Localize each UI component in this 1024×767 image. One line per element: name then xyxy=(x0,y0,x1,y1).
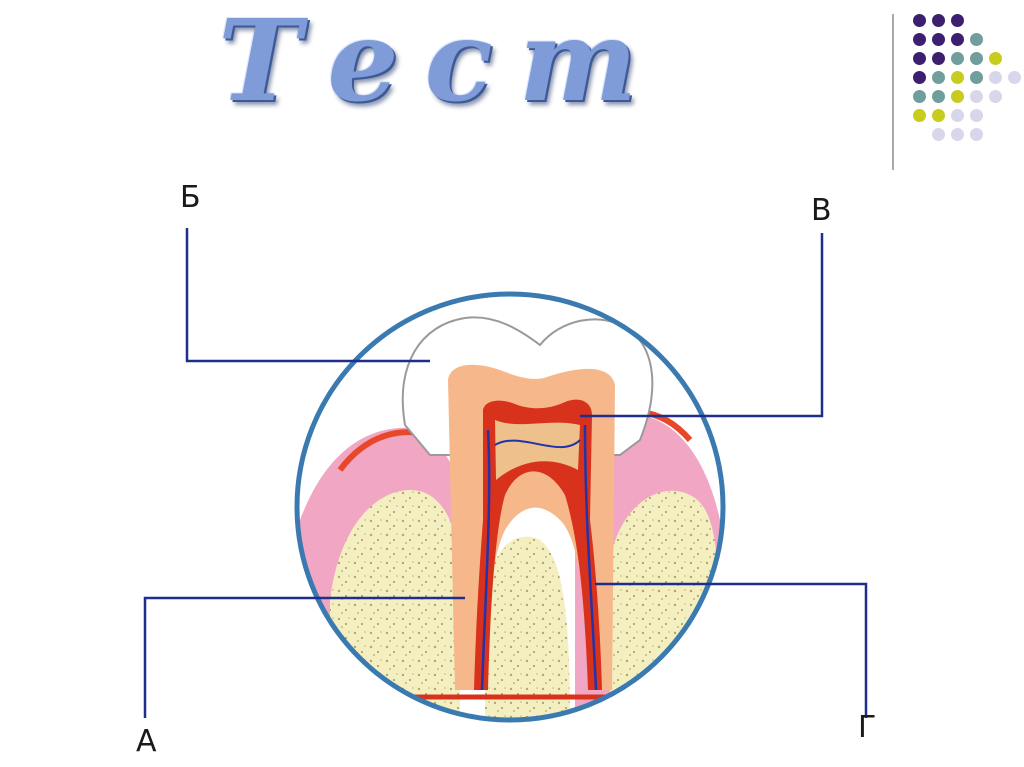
leader-line-g xyxy=(595,582,868,718)
decorative-dot xyxy=(989,71,1002,84)
decorative-dot xyxy=(970,128,983,141)
tooth-illustration xyxy=(297,294,723,720)
decorative-dot xyxy=(932,14,945,27)
decorative-dot xyxy=(1008,71,1021,84)
decorative-dot xyxy=(951,71,964,84)
decorative-dot xyxy=(932,33,945,46)
decorative-dot xyxy=(913,33,926,46)
decorative-dot xyxy=(913,90,926,103)
decorative-dot xyxy=(951,33,964,46)
bone-middle xyxy=(485,536,570,720)
page-title: Тест xyxy=(218,0,664,127)
label-v: В xyxy=(811,193,832,228)
decorative-dot xyxy=(932,90,945,103)
label-a: А xyxy=(136,724,157,759)
decorative-dot xyxy=(970,90,983,103)
decorative-dot xyxy=(970,33,983,46)
label-b: Б xyxy=(180,180,201,215)
leader-line-a xyxy=(143,596,465,718)
decorative-dot xyxy=(951,90,964,103)
decorative-dot xyxy=(932,128,945,141)
decorative-dot xyxy=(913,52,926,65)
decorative-dot xyxy=(913,71,926,84)
decorative-divider xyxy=(892,14,894,170)
decorative-dot xyxy=(970,109,983,122)
decorative-dot xyxy=(989,90,1002,103)
leader-line-v xyxy=(580,233,824,418)
decorative-dot xyxy=(989,52,1002,65)
decorative-dot xyxy=(951,14,964,27)
decorative-dot xyxy=(913,109,926,122)
decorative-dot xyxy=(951,52,964,65)
magnifier-circle xyxy=(294,291,726,723)
leader-line-b xyxy=(185,228,430,363)
decorative-dot xyxy=(932,71,945,84)
label-g: Г xyxy=(858,710,877,745)
decorative-dot xyxy=(970,71,983,84)
decorative-dot xyxy=(970,52,983,65)
decorative-dot xyxy=(951,128,964,141)
decorative-dot xyxy=(951,109,964,122)
decorative-dot xyxy=(913,14,926,27)
decorative-dot xyxy=(932,109,945,122)
decorative-dot xyxy=(932,52,945,65)
